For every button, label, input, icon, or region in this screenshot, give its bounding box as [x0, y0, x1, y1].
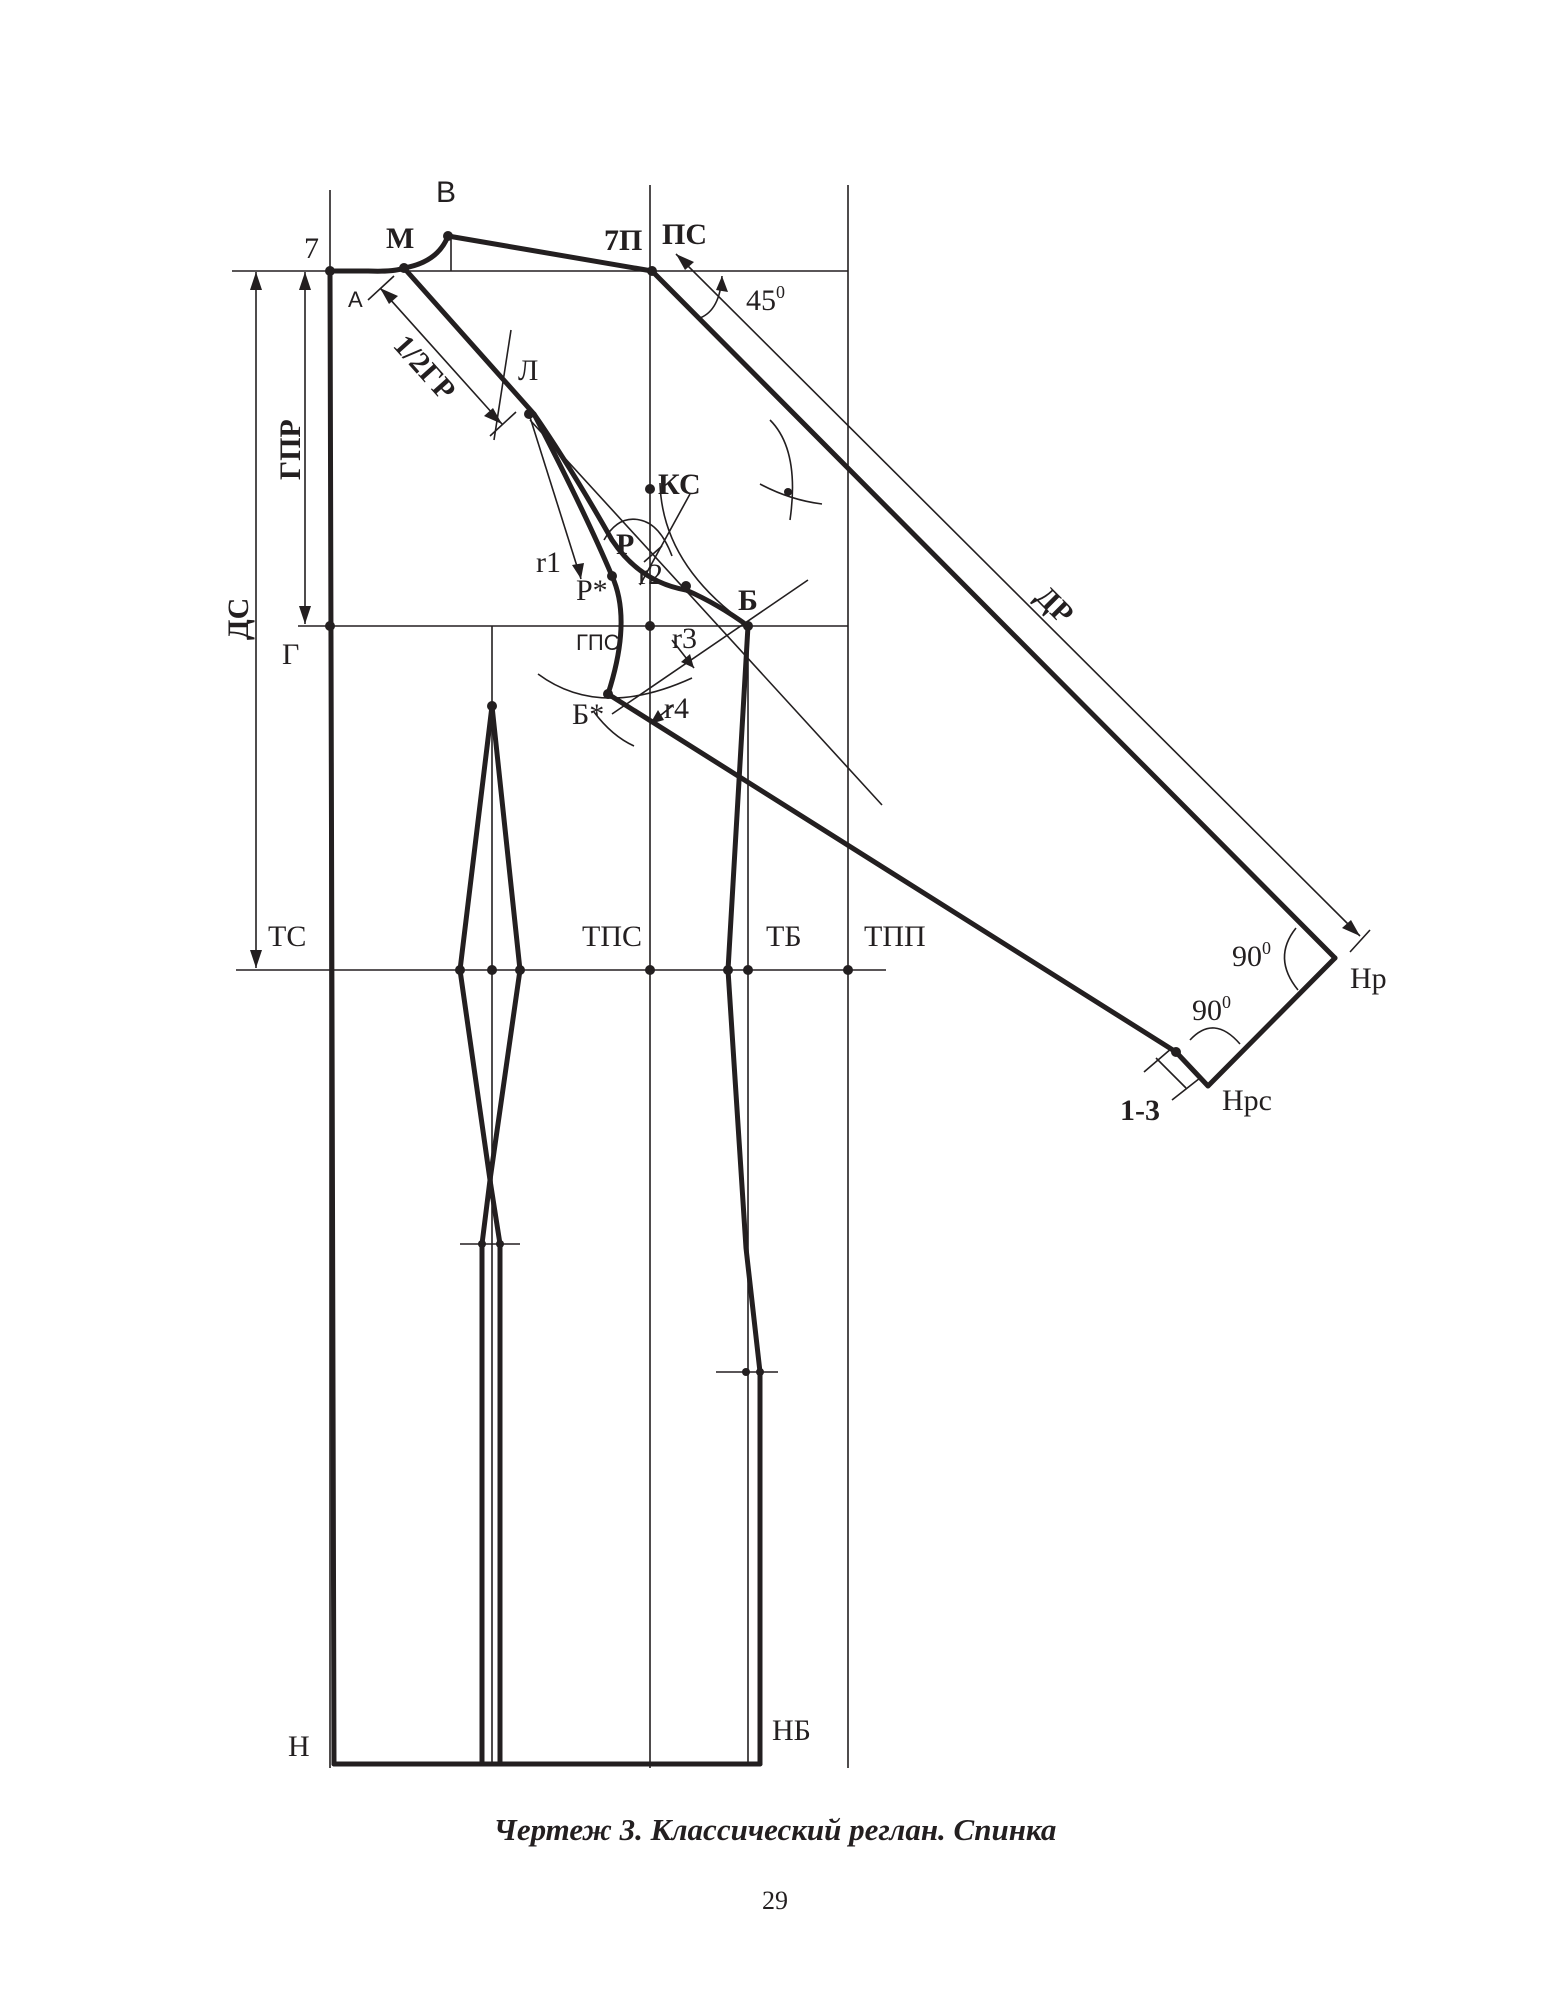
label-ds: ДС: [222, 598, 255, 640]
label-7p: 7П: [604, 224, 642, 257]
label-a: А: [348, 287, 363, 312]
label-v: В: [436, 176, 456, 209]
label-tps: ТПС: [582, 920, 642, 953]
label-r2: r2: [638, 558, 663, 591]
dimension-lines: [250, 253, 1371, 1101]
label-np: Нр: [1350, 962, 1387, 995]
label-ps: ПС: [662, 218, 707, 251]
label-nb: НБ: [772, 1714, 811, 1747]
pattern-outline: [327, 233, 1338, 1767]
label-b: Б: [738, 584, 758, 617]
label-angle-45: 450: [746, 282, 785, 317]
label-one-three: 1-3: [1120, 1094, 1160, 1127]
radius-arcs: [537, 482, 739, 747]
label-ts: ТС: [268, 920, 306, 953]
construction-points: [325, 231, 1181, 1376]
label-b-star: Б*: [572, 698, 604, 731]
dimension-labels: ДС ГПР 1/2ГР ДР 1-3: [222, 329, 1160, 1127]
label-gpr: ГПР: [274, 419, 307, 480]
label-nps: Нрс: [1222, 1084, 1272, 1117]
figure-caption: Чертеж 3. Классический реглан. Спинка: [493, 1812, 1057, 1847]
label-r: Р: [616, 528, 634, 561]
label-r-star: Р*: [576, 574, 608, 607]
label-tb: ТБ: [766, 920, 802, 953]
label-g: Г: [282, 638, 299, 671]
point-labels: 7 М В А 7П ПС Л КС Р Р* Б Б* Г ГПС ТС ТП…: [268, 176, 1387, 1763]
radius-labels: r1 r2 r3 r4: [536, 546, 697, 725]
page-number: 29: [762, 1886, 788, 1915]
label-tpp: ТПП: [864, 920, 926, 953]
label-r4: r4: [664, 692, 689, 725]
label-m: М: [386, 222, 414, 255]
label-r1: r1: [536, 546, 561, 579]
label-angle-90-top: 900: [1232, 938, 1271, 973]
label-gps: ГПС: [576, 630, 620, 655]
label-angle-90-bottom: 900: [1192, 992, 1231, 1027]
label-n: Н: [288, 1730, 310, 1763]
label-dr: ДР: [1029, 580, 1080, 631]
label-ks: КС: [658, 468, 701, 501]
label-7: 7: [304, 232, 319, 265]
angle-labels: 450 900 900: [746, 282, 1271, 1027]
label-r3: r3: [672, 622, 697, 655]
label-l: Л: [518, 354, 538, 387]
